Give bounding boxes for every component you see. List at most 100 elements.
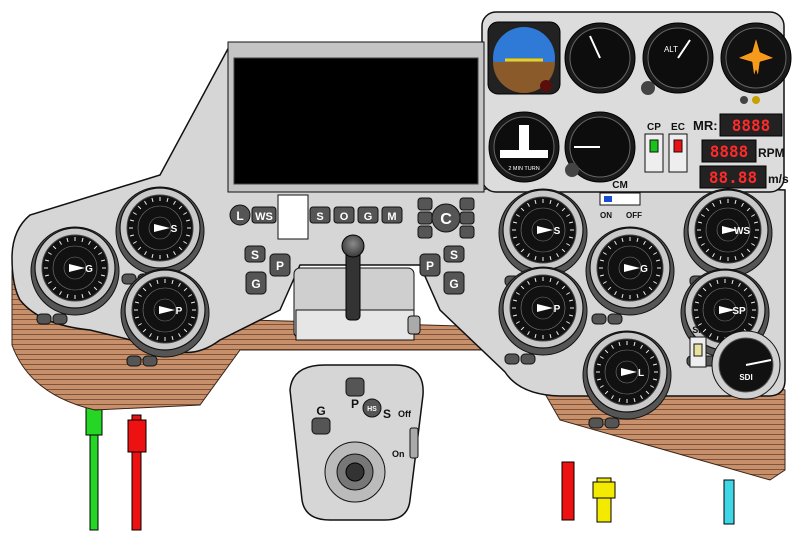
- dial-tick: [697, 294, 702, 297]
- dial-tick: [149, 333, 152, 338]
- screen-button-g[interactable]: [357, 206, 379, 224]
- handheld-label-p: P: [351, 397, 359, 411]
- rotary-dial-s[interactable]: S: [498, 188, 588, 287]
- dial-tick: [633, 397, 636, 403]
- handheld-button-g[interactable]: [311, 417, 331, 435]
- screen-button-l[interactable]: [229, 204, 251, 226]
- screen-button-row: L WS S O G M: [229, 194, 403, 240]
- screen-keypad[interactable]: [277, 194, 309, 240]
- dial-tick: [568, 299, 574, 302]
- left-button-g[interactable]: [245, 271, 267, 295]
- dial-tick: [512, 236, 518, 239]
- dial-tick: [709, 282, 712, 287]
- dial-button-right[interactable]: [520, 353, 536, 365]
- screen-button-ws[interactable]: [251, 206, 277, 224]
- dial-button-left[interactable]: [126, 355, 142, 367]
- cp-label: CP: [647, 122, 661, 133]
- dial-tick: [751, 214, 756, 217]
- heading-knob-left[interactable]: [740, 96, 748, 104]
- left-button-s[interactable]: [244, 245, 266, 263]
- dial-tick: [44, 274, 50, 277]
- rotary-dial-s[interactable]: S: [115, 186, 205, 285]
- dial-tick: [520, 326, 525, 331]
- dial-ring: [607, 245, 653, 291]
- dial-label: L: [638, 368, 644, 379]
- left-side-buttons: S P G: [244, 245, 291, 295]
- sf-switch-group: SF: [689, 325, 707, 368]
- dial-button-right[interactable]: [142, 355, 158, 367]
- dial-tick: [137, 205, 142, 210]
- dial-tick: [741, 253, 744, 258]
- ec-indicator-led: [673, 139, 683, 153]
- dial-tick: [636, 237, 639, 243]
- dial-button-left[interactable]: [121, 273, 137, 285]
- rotary-dial-ws[interactable]: WS: [683, 188, 773, 287]
- screen-button-s[interactable]: [309, 206, 331, 224]
- dial-tick: [134, 301, 140, 304]
- dial-tick: [137, 246, 142, 251]
- ms-value: 88.88: [709, 168, 757, 187]
- dial-tick: [512, 221, 518, 224]
- dial-button-left[interactable]: [36, 313, 52, 325]
- arrow-mid-right[interactable]: [459, 211, 475, 225]
- vsi-knob[interactable]: [565, 163, 579, 177]
- dial-tick: [129, 234, 135, 237]
- arrow-up-right[interactable]: [459, 197, 475, 211]
- cm-switch-led: [604, 196, 612, 202]
- right-button-g[interactable]: [443, 271, 465, 295]
- dial-tick: [556, 253, 559, 258]
- handheld-button-p[interactable]: [345, 377, 365, 397]
- screen-button-m[interactable]: [381, 206, 403, 224]
- attitude-knob[interactable]: [540, 80, 552, 92]
- right-button-p[interactable]: [419, 253, 441, 277]
- dial-button-right[interactable]: [604, 417, 620, 429]
- left-button-p[interactable]: [269, 253, 291, 277]
- dial-tick: [596, 378, 602, 381]
- rotary-dial-p[interactable]: P: [498, 266, 588, 365]
- rotary-dial-g[interactable]: G: [30, 226, 120, 325]
- screen-button-o[interactable]: [333, 206, 355, 224]
- dial-button-left[interactable]: [591, 313, 607, 325]
- rpm-display: [701, 139, 757, 163]
- cable-red: [131, 414, 142, 531]
- dial-tick: [185, 219, 191, 222]
- ms-label: m/s: [768, 172, 789, 186]
- cable-cyan: [723, 479, 735, 525]
- dial-button-right[interactable]: [52, 313, 68, 325]
- dial-tick: [746, 248, 751, 253]
- dial-tick: [81, 237, 84, 243]
- rotary-dial-l[interactable]: L: [582, 330, 672, 429]
- dial-button-left[interactable]: [504, 353, 520, 365]
- joystick-wheel[interactable]: [407, 315, 421, 335]
- heading-knob-right[interactable]: [752, 96, 760, 104]
- arrow-down-right[interactable]: [459, 225, 475, 239]
- joystick-stick[interactable]: [345, 249, 361, 321]
- dial-tick: [599, 274, 605, 277]
- dial-tick: [633, 341, 636, 347]
- dial-tick: [712, 253, 715, 258]
- dial-ring: [153, 298, 177, 322]
- cm-label: CM: [612, 180, 628, 191]
- altimeter-knob[interactable]: [641, 81, 655, 95]
- handheld-side-switch[interactable]: [409, 427, 419, 459]
- dial-ring: [531, 218, 555, 242]
- dial-tick: [650, 385, 655, 388]
- arrow-mid-left[interactable]: [417, 211, 433, 225]
- joystick-top[interactable]: [341, 234, 365, 258]
- arrow-down-left[interactable]: [417, 225, 433, 239]
- dial-tick: [527, 280, 530, 285]
- center-knob[interactable]: [431, 203, 461, 233]
- rotary-dial-g[interactable]: G: [585, 226, 675, 325]
- arrow-up-left[interactable]: [417, 197, 433, 211]
- dial-tick: [697, 236, 703, 239]
- right-button-s[interactable]: [443, 245, 465, 263]
- dial-tick: [549, 277, 552, 283]
- dial-ring: [702, 287, 748, 333]
- dial-button-right[interactable]: [607, 313, 623, 325]
- handheld-button-hs[interactable]: [362, 398, 382, 418]
- dial-pointer: [159, 306, 175, 314]
- rotary-dial-p[interactable]: P: [120, 268, 210, 367]
- ec-label: EC: [671, 122, 685, 133]
- dial-tick: [750, 301, 756, 304]
- dial-button-left[interactable]: [588, 417, 604, 429]
